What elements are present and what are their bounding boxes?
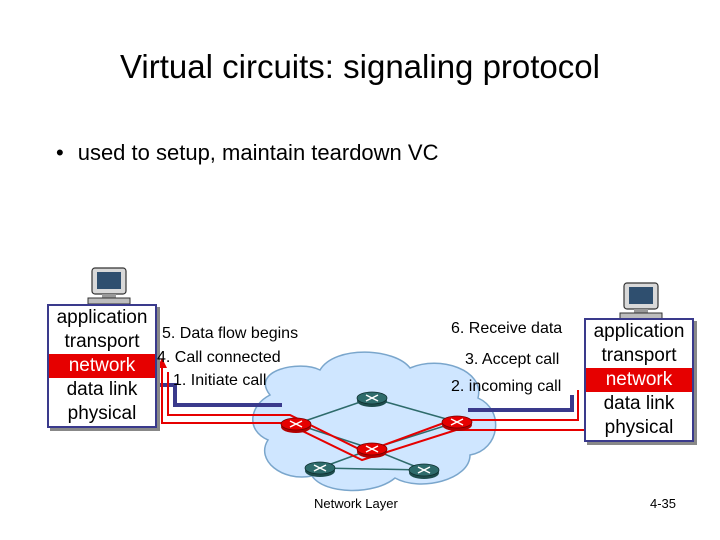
bullet-text: used to setup, maintain teardown VC bbox=[77, 140, 439, 165]
right-signal-path bbox=[462, 390, 579, 421]
router-icon bbox=[356, 391, 388, 407]
network-cloud bbox=[252, 351, 497, 492]
right-protocol-stack: application transport network data link … bbox=[584, 318, 694, 442]
left-protocol-stack: application transport network data link … bbox=[47, 304, 157, 428]
up-arrow-icon bbox=[157, 358, 167, 368]
step-call-connected: 4. Call connected bbox=[157, 349, 281, 366]
bullet-item: • used to setup, maintain teardown VC bbox=[56, 140, 438, 166]
computer-icon bbox=[87, 267, 131, 305]
bullet-marker: • bbox=[56, 140, 64, 165]
left-signal-path-return bbox=[161, 365, 585, 462]
layer-transport: transport bbox=[586, 344, 692, 368]
router-icon bbox=[441, 415, 473, 431]
slide-title: Virtual circuits: signaling protocol bbox=[120, 48, 600, 85]
step-initiate-call: 1. Initiate call bbox=[173, 372, 267, 389]
layer-application: application bbox=[586, 320, 692, 344]
computer-icon bbox=[619, 282, 663, 320]
layer-physical: physical bbox=[49, 402, 155, 426]
router-icon bbox=[408, 463, 440, 479]
step-data-flow-begins: 5. Data flow begins bbox=[162, 325, 299, 342]
layer-transport: transport bbox=[49, 330, 155, 354]
step-accept-call: 3. Accept call bbox=[465, 351, 560, 368]
router-icon bbox=[356, 442, 388, 458]
footer-page-number: 4-35 bbox=[650, 496, 677, 511]
layer-application: application bbox=[49, 306, 155, 330]
right-host-link bbox=[468, 395, 574, 412]
router-icon bbox=[304, 461, 336, 477]
router-icon bbox=[280, 417, 312, 433]
layer-physical: physical bbox=[586, 416, 692, 440]
left-signal-path bbox=[167, 372, 453, 454]
layer-data-link: data link bbox=[49, 378, 155, 402]
step-receive-data: 6. Receive data bbox=[451, 320, 563, 337]
footer-chapter: Network Layer bbox=[314, 496, 398, 511]
step-incoming-call: 2. incoming call bbox=[451, 378, 562, 395]
layer-data-link: data link bbox=[586, 392, 692, 416]
layer-network: network bbox=[49, 354, 155, 378]
layer-network: network bbox=[586, 368, 692, 392]
left-host-link bbox=[158, 383, 282, 407]
